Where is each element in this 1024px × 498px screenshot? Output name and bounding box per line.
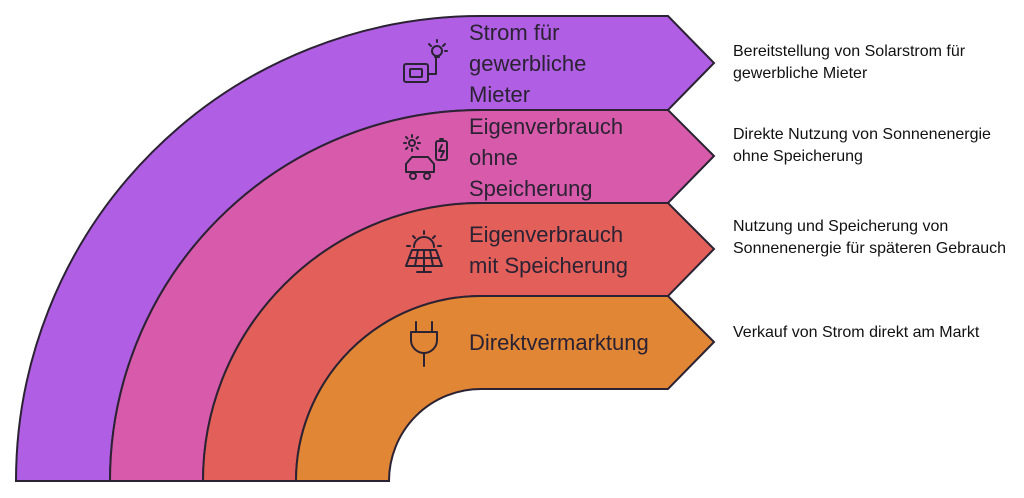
- band-1-label-line-3: Mieter: [469, 82, 530, 107]
- band-2-label-line-2: ohne: [469, 145, 518, 170]
- band-label-strom-fuer-gewerbliche-mieter: Strom für gewerbliche Mieter: [469, 20, 593, 107]
- sun-car-battery-icon: [403, 134, 448, 180]
- band-direktvermarktung: [294, 295, 716, 482]
- band-3-label-line-1: Eigenverbrauch: [469, 222, 623, 247]
- band-label-eigenverbrauch-ohne-speicherung: Eigenverbrauch ohne Speicherung: [469, 114, 629, 201]
- band-4-label-line-1: Direktvermarktung: [469, 330, 649, 355]
- band-3-label-line-2: mit Speicherung: [469, 253, 628, 278]
- description-strom-fuer-gewerbliche-mieter: Bereitstellung von Solarstrom für gewerb…: [733, 43, 966, 82]
- band-label-eigenverbrauch-mit-speicherung: Eigenverbrauch mit Speicherung: [469, 222, 629, 278]
- band-2-label-line-1: Eigenverbrauch: [469, 114, 623, 139]
- band-label-direktvermarktung: Direktvermarktung: [469, 330, 649, 355]
- band-1-label-line-2: gewerbliche: [469, 51, 586, 76]
- description-eigenverbrauch-ohne-speicherung: Direkte Nutzung von Sonnenenergie ohne S…: [733, 126, 991, 165]
- generator-lightbulb-icon: [403, 39, 448, 83]
- solar-panel-sun-icon: [405, 230, 443, 273]
- band-1-label-line-1: Strom für: [469, 20, 559, 45]
- description-direktvermarktung: Verkauf von Strom direkt am Markt: [733, 324, 980, 341]
- description-eigenverbrauch-mit-speicherung: Nutzung und Speicherung von Sonnenenergi…: [733, 218, 1007, 257]
- plug-icon: [410, 321, 438, 367]
- band-2-label-line-3: Speicherung: [469, 176, 593, 201]
